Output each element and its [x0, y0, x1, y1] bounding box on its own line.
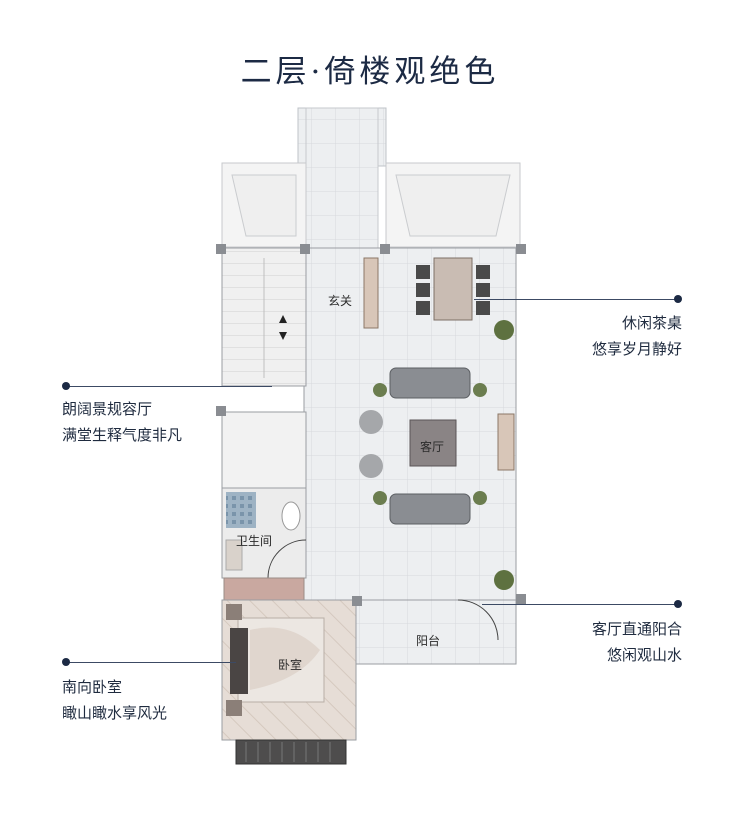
annotation-bedroom-subtitle: 瞰山瞰水享风光 — [62, 704, 168, 722]
annotation-dot-balcony-access — [674, 600, 682, 608]
annotation-living-room: 朗阔景规容厅 满堂生释气度非凡 — [62, 396, 182, 448]
room-label-bathroom: 卫生间 — [236, 534, 273, 548]
entrance-path — [297, 107, 387, 249]
annotation-balcony-access-subtitle: 悠闲观山水 — [606, 646, 682, 664]
annotation-living-room-title: 朗阔景规容厅 — [62, 400, 153, 418]
living-furniture — [359, 320, 515, 590]
annotation-balcony-access: 客厅直通阳合 悠闲观山水 — [520, 616, 682, 668]
storage-room — [221, 411, 307, 489]
bedroom-area — [221, 599, 357, 741]
annotation-bedroom: 南向卧室 瞰山瞰水享风光 — [62, 674, 167, 726]
tea-table — [416, 257, 490, 321]
annotation-balcony-access-title: 客厅直通阳合 — [591, 620, 682, 638]
staircase — [221, 247, 307, 387]
annotation-dot-tea-table — [674, 295, 682, 303]
top-terraces — [221, 162, 521, 248]
annotation-dot-bedroom — [62, 658, 70, 666]
bedroom-wardrobe — [223, 577, 305, 601]
columns — [216, 244, 526, 606]
living-balcony — [355, 599, 517, 665]
bedroom-balcony — [235, 739, 347, 765]
room-label-living: 客厅 — [420, 440, 445, 454]
annotation-dot-living-room — [62, 382, 70, 390]
annotation-living-room-subtitle: 满堂生释气度非凡 — [62, 426, 183, 444]
annotation-line-bedroom — [66, 662, 236, 663]
room-label-balcony: 阳台 — [416, 634, 441, 648]
annotation-tea-table-title: 休闲茶桌 — [621, 314, 682, 332]
room-label-bedroom: 卧室 — [278, 658, 303, 672]
annotation-line-tea-table — [474, 299, 678, 300]
bathroom-area — [221, 487, 307, 579]
annotation-line-balcony-access — [482, 604, 678, 605]
annotation-line-living-room — [66, 386, 272, 387]
annotation-tea-table-subtitle: 悠享岁月静好 — [591, 340, 682, 358]
annotation-tea-table: 休闲茶桌 悠享岁月静好 — [520, 310, 682, 362]
foyer-cabinet — [363, 257, 379, 329]
room-label-foyer: 玄关 — [328, 294, 353, 308]
annotation-bedroom-title: 南向卧室 — [62, 678, 123, 696]
page-title: 二层·倚楼观绝色 — [240, 54, 500, 90]
